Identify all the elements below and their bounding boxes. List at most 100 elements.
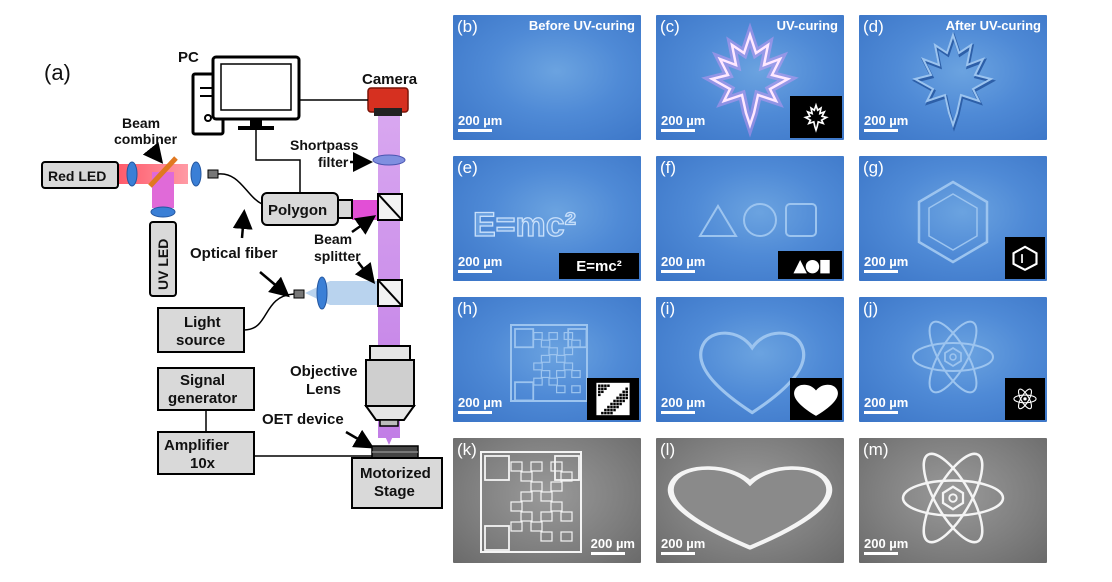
leaf-pattern — [708, 31, 792, 129]
light-source — [157, 307, 245, 353]
light-source-label-1: Light — [184, 314, 221, 331]
heart-structure — [699, 331, 806, 415]
scale-bar-label: 200 µm — [458, 113, 503, 128]
scale-bar-label: 200 µm — [661, 113, 706, 128]
polygon-output-beam — [352, 200, 380, 220]
objective-label-1: Objective — [290, 363, 358, 380]
panel-artwork — [667, 466, 833, 550]
panel-label: (b) — [457, 17, 478, 36]
scale-bar: 200 µm — [864, 536, 908, 555]
optical-fiber-label: Optical fiber — [190, 245, 278, 262]
pc-polygon-cable — [255, 130, 301, 192]
leaf-glow-outline — [701, 22, 799, 138]
polygon-label: Polygon — [268, 202, 327, 219]
inset-pattern-icon — [1012, 245, 1038, 272]
objective-label-2: Lens — [306, 381, 341, 398]
inset-pattern-icon — [596, 382, 630, 416]
panel-artwork: E=mc² — [472, 205, 576, 244]
scale-bar: 200 µm — [458, 395, 502, 414]
panel-artwork — [917, 180, 989, 264]
pattern-inset: E=mc² — [559, 253, 639, 279]
beam-splitter-label-2: splitter — [314, 248, 361, 264]
objective-cone — [380, 425, 398, 445]
scale-bar-line — [458, 129, 492, 132]
camera-label: Camera — [362, 71, 418, 88]
panel-artwork — [699, 331, 806, 415]
panel-artwork — [901, 452, 1005, 544]
scale-bar: 200 µm — [864, 113, 908, 132]
scale-bar-label: 200 µm — [864, 113, 909, 128]
leaf-structure — [912, 31, 994, 129]
pattern-inset — [790, 96, 842, 138]
scale-bar: 200 µm — [661, 113, 705, 132]
scale-bar-line — [661, 411, 695, 414]
emc-structure: E=mc² — [473, 206, 576, 244]
amplifier — [157, 431, 255, 475]
pc-label: PC — [178, 49, 199, 66]
atom-structure — [901, 452, 1005, 544]
pattern-inset — [587, 378, 639, 420]
shortpass-filter — [372, 154, 406, 166]
inset-pattern-icon — [794, 384, 838, 416]
objective-lens — [369, 345, 411, 361]
micrograph-panel-m: (m)200 µm — [859, 438, 1047, 563]
panel-artwork — [912, 320, 994, 394]
oet-device-label: OET device — [262, 411, 344, 428]
scale-bar-label: 200 µm — [661, 254, 706, 269]
micrograph-panel-i: (i)200 µm — [656, 297, 844, 422]
circle-structure — [743, 203, 777, 237]
beam-splitter-label-1: Beam — [314, 231, 352, 247]
scale-bar-line — [661, 552, 695, 555]
scale-bar-line — [864, 270, 898, 273]
panel-artwork — [510, 324, 588, 402]
beam-combiner — [148, 156, 178, 188]
pattern-inset — [790, 378, 842, 420]
panel-label: (l) — [660, 440, 676, 459]
micrograph-panel-k: (k)200 µm — [453, 438, 641, 563]
heart-structure — [667, 466, 833, 550]
panel-label: (h) — [457, 299, 478, 318]
square-structure — [785, 203, 817, 237]
scale-bar: 200 µm — [458, 113, 502, 132]
scale-bar-label: 200 µm — [458, 395, 503, 410]
panel-caption: UV-curing — [776, 18, 838, 33]
panel-label: (f) — [660, 158, 677, 177]
scale-bar-label: 200 µm — [864, 536, 909, 551]
scale-bar-line — [590, 552, 625, 555]
inset-pattern-icon — [793, 259, 830, 274]
triangle-structure — [698, 204, 738, 237]
scale-bar-line — [661, 129, 695, 132]
optical-fiber-upper — [217, 173, 263, 205]
panel-caption: After UV-curing — [945, 18, 1041, 33]
benzene-inner-hexagon — [928, 193, 978, 251]
scale-bar-label: 200 µm — [590, 536, 635, 551]
scale-bar: 200 µm — [661, 536, 705, 555]
panel-artwork — [911, 31, 997, 132]
scale-bar-line — [864, 129, 898, 132]
uv-led-label: UV LED — [155, 239, 171, 290]
stage-label-2: Stage — [374, 483, 415, 500]
light-source-beam — [330, 281, 380, 305]
scale-bar: 200 µm — [590, 536, 635, 555]
scale-bar-line — [864, 411, 898, 414]
panel-label: (j) — [863, 299, 879, 318]
scale-bar-line — [458, 411, 492, 414]
panel-artwork — [701, 22, 799, 138]
signal-generator — [157, 367, 255, 411]
scale-bar-label: 200 µm — [661, 395, 706, 410]
pattern-inset — [1005, 237, 1045, 279]
panel-label: (c) — [660, 17, 680, 36]
pattern-inset — [1005, 378, 1045, 420]
micrograph-panel-g: (g)200 µm — [859, 156, 1047, 281]
atom-structure — [912, 320, 994, 394]
amplifier-label-2: 10x — [190, 455, 216, 472]
scale-bar: 200 µm — [661, 395, 705, 414]
shortpass-label-1: Shortpass — [290, 137, 359, 153]
